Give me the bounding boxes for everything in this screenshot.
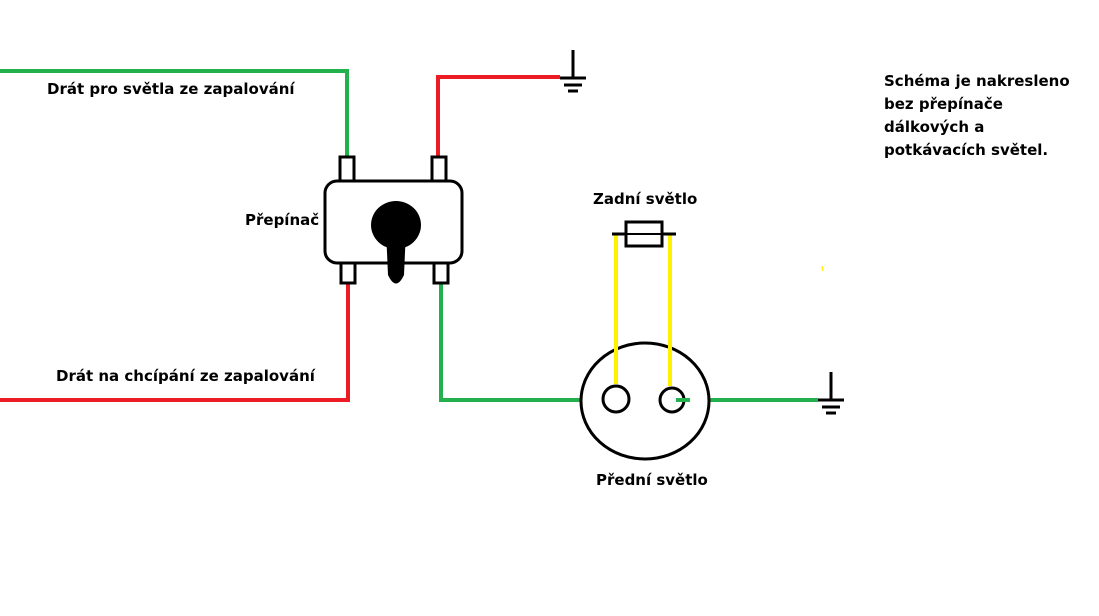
front-light-terminal-left: [601, 384, 631, 414]
note-line: dálkových a: [884, 118, 985, 136]
ignition-kill-wire-label: Drát na chcípání ze zapalování: [56, 367, 315, 385]
toggle-switch: [323, 155, 464, 285]
red-wire-to-ground: [436, 75, 560, 160]
switch-label: Přepínač: [245, 211, 320, 229]
ignition-lights-wire-label: Drát pro světla ze zapalování: [47, 80, 295, 98]
green-wire-switch-to-light: [439, 280, 602, 402]
ground-symbol-right: [818, 372, 844, 415]
red-wire-ignition-kill: [0, 280, 350, 402]
rear-light-label: Zadní světlo: [593, 190, 698, 208]
diagram-note: Schéma je nakresleno bez přepínače dálko…: [884, 70, 1070, 162]
note-line: bez přepínače: [884, 95, 1003, 113]
toggle-lever: [371, 201, 421, 249]
stray-mark: [821, 265, 824, 272]
note-line: Schéma je nakresleno: [884, 72, 1070, 90]
front-light-label: Přední světlo: [596, 471, 708, 489]
toggle-handle: [386, 230, 406, 284]
note-line: potkávacích světel.: [884, 141, 1049, 159]
front-light: [579, 341, 711, 461]
ground-symbol-top: [560, 50, 586, 93]
green-wire-ignition-lights: [0, 69, 349, 160]
